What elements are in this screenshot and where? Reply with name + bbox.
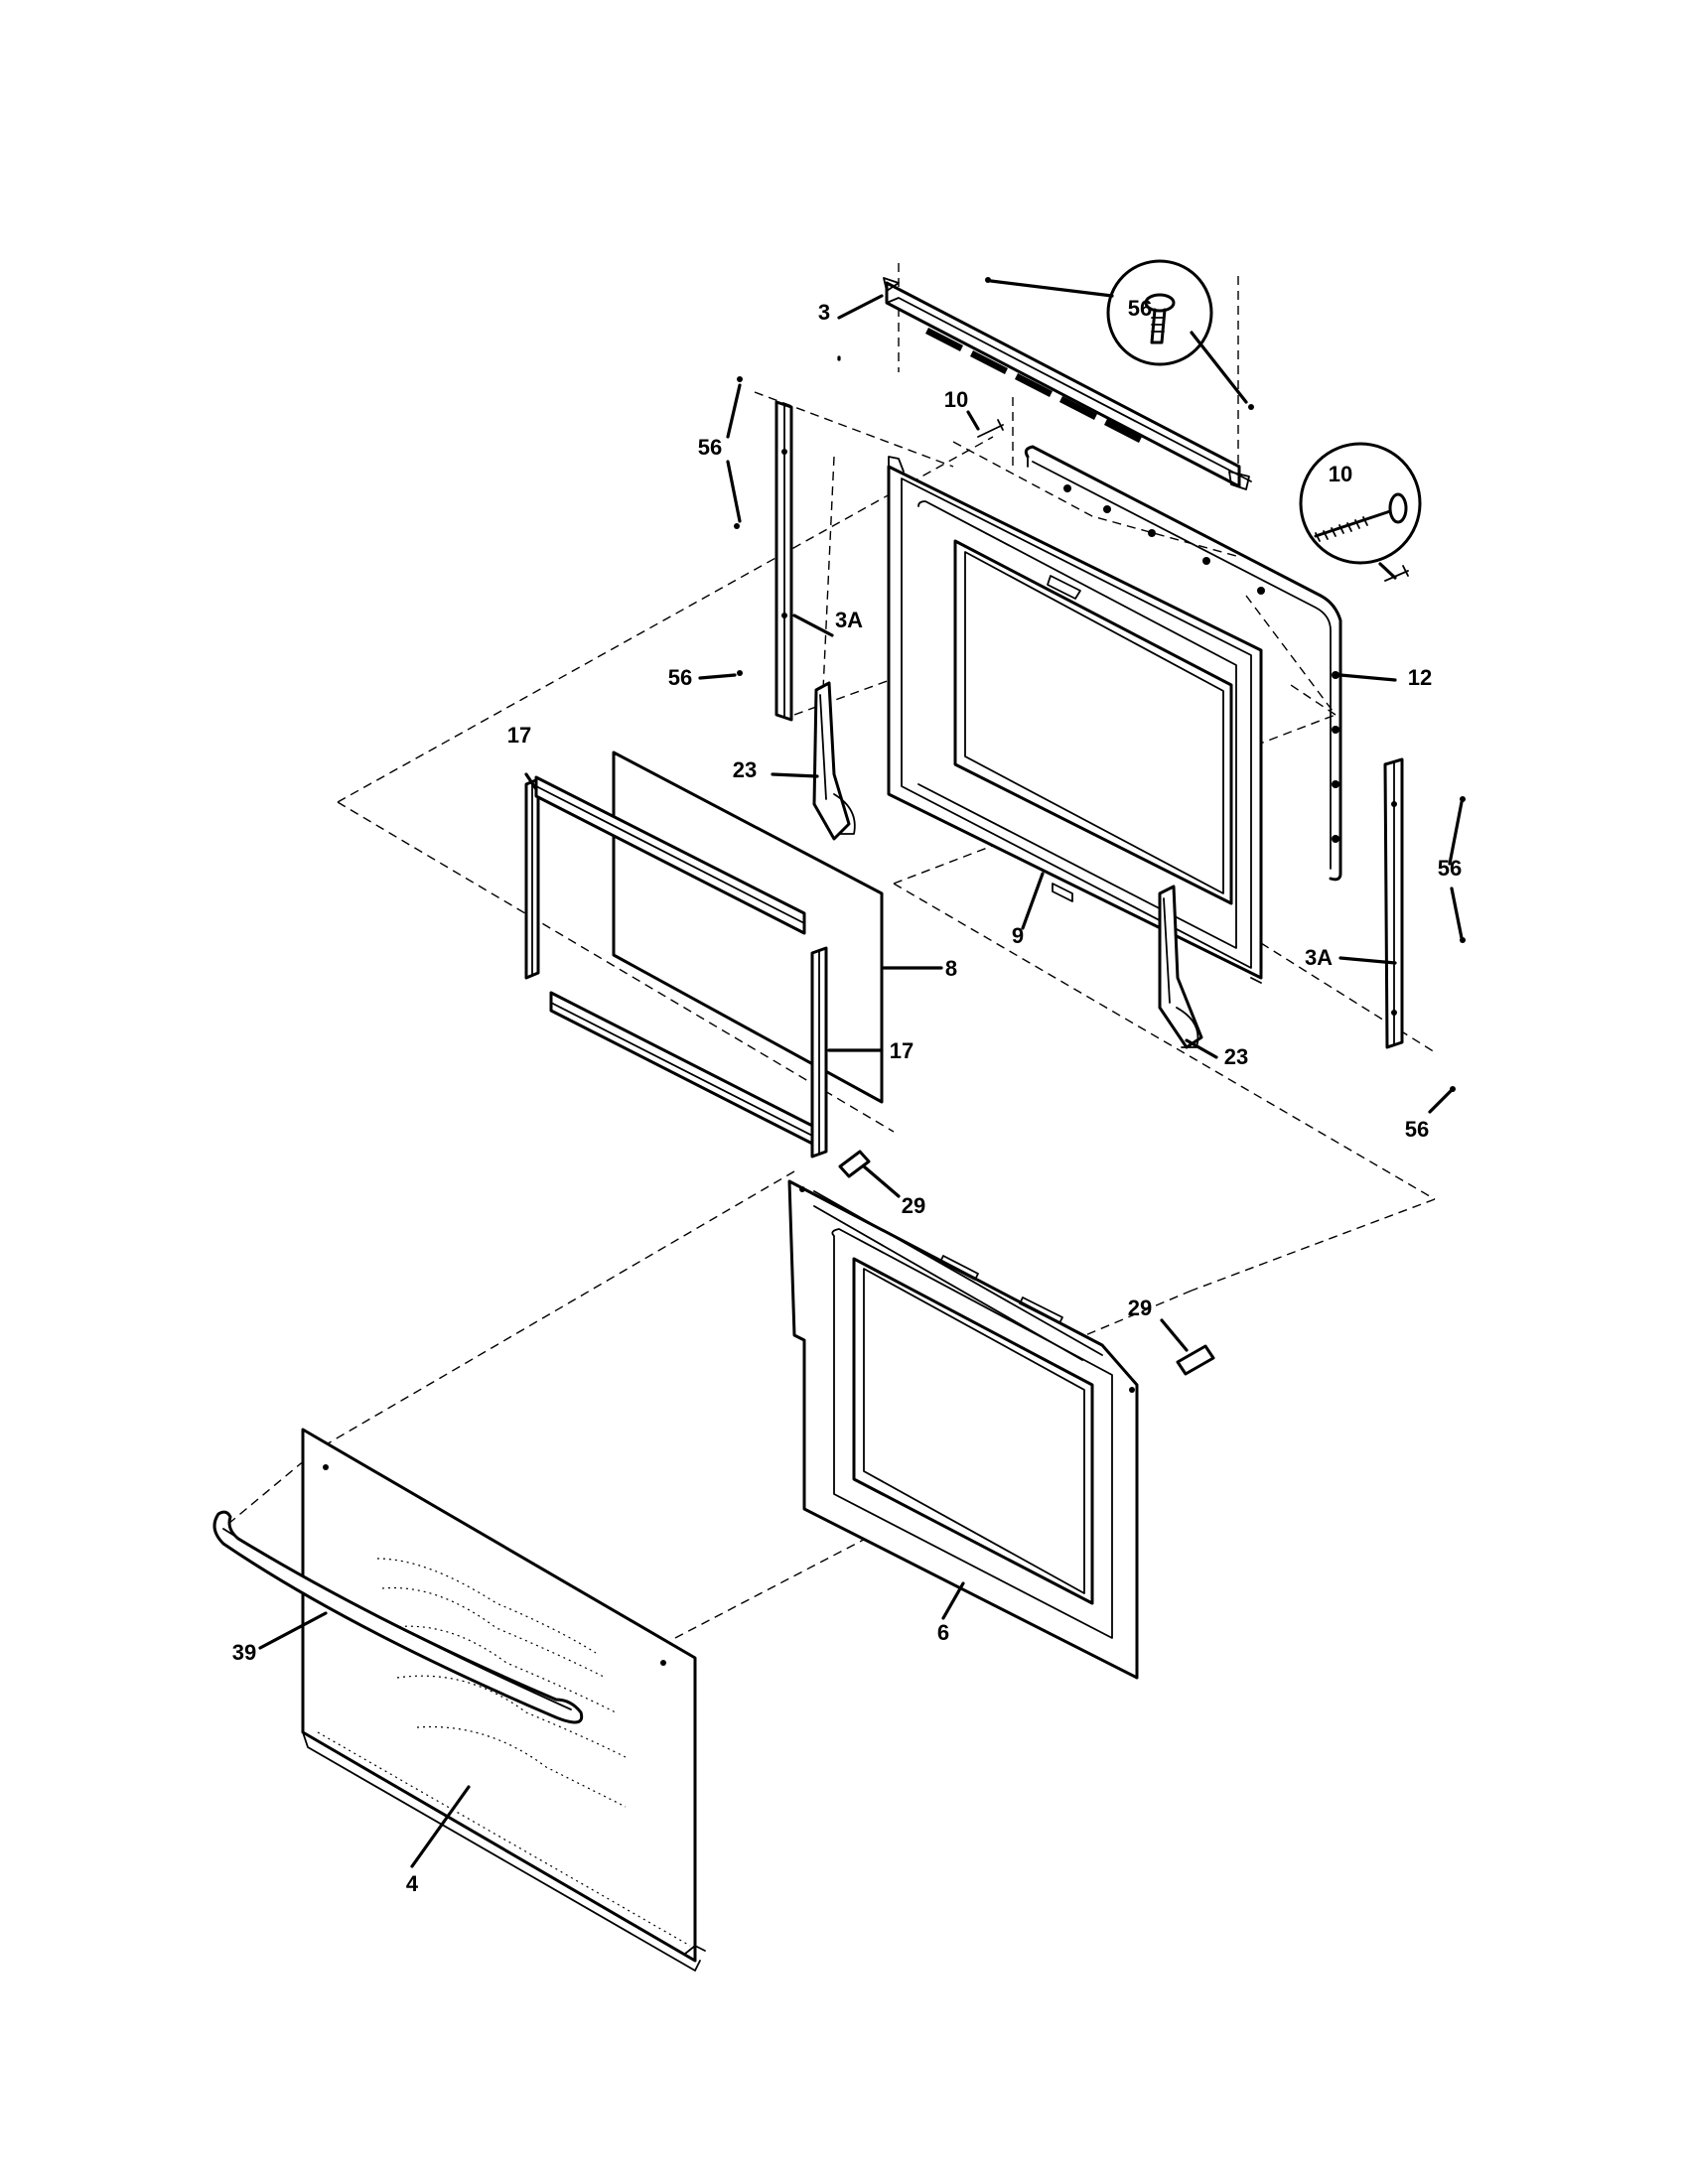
callout-56-mid: 56 <box>668 665 692 690</box>
outer-door-panel <box>301 1428 706 1972</box>
callout-8: 8 <box>945 956 957 981</box>
door-handle <box>212 1510 584 1724</box>
callout-labels: 3 56 10 10 56 3A 56 17 23 12 56 3A 9 8 1… <box>232 296 1462 1896</box>
callout-29-left: 29 <box>902 1193 925 1218</box>
screw-56-detail <box>1106 259 1213 366</box>
callout-56-bottom: 56 <box>1405 1117 1429 1142</box>
callout-39: 39 <box>232 1640 256 1665</box>
callout-17-bottom: 17 <box>890 1038 914 1063</box>
glass-channel-left <box>524 777 540 980</box>
top-vent-trim <box>883 277 1252 490</box>
side-rail-left <box>774 400 793 722</box>
callout-17-top: 17 <box>507 723 531 748</box>
callout-9: 9 <box>1012 923 1024 948</box>
callout-3A-right: 3A <box>1305 945 1333 970</box>
callout-3: 3 <box>818 300 830 325</box>
callout-56-left: 56 <box>698 435 722 460</box>
door-liner <box>787 1179 1139 1680</box>
leader-lines <box>258 279 1464 1868</box>
side-rail-right <box>1383 757 1404 1049</box>
callout-3A-left: 3A <box>835 608 863 632</box>
pin-right <box>1176 1344 1215 1376</box>
pin-left <box>838 1150 871 1178</box>
callout-23-left: 23 <box>733 757 757 782</box>
screw-10-detail <box>1299 442 1422 565</box>
door-gasket-frame <box>1024 445 1342 882</box>
callout-6: 6 <box>937 1620 949 1645</box>
callout-4: 4 <box>406 1871 419 1896</box>
hinge-left <box>812 681 856 841</box>
callout-29-right: 29 <box>1128 1296 1152 1320</box>
callout-12: 12 <box>1408 665 1432 690</box>
callout-56-top: 56 <box>1128 296 1152 321</box>
glass-channel-right <box>810 946 828 1159</box>
callout-10-zoom: 10 <box>1329 462 1352 486</box>
callout-56-right: 56 <box>1438 856 1462 881</box>
inner-door-panel <box>887 456 1263 984</box>
callout-23-right: 23 <box>1224 1044 1248 1069</box>
callout-10-top: 10 <box>944 387 968 412</box>
